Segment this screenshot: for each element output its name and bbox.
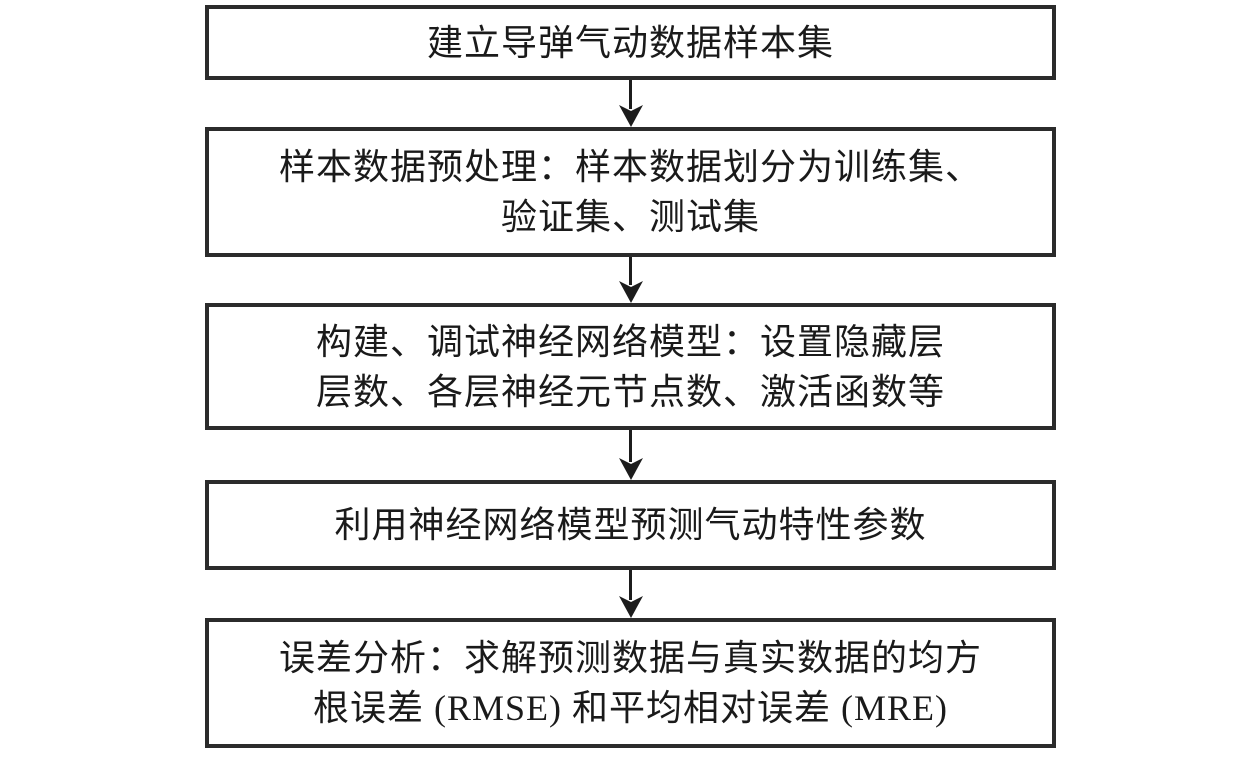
flow-step-predict-parameters: 利用神经网络模型预测气动特性参数 xyxy=(205,480,1056,570)
arrowhead-icon xyxy=(618,105,643,127)
arrow-shaft xyxy=(629,257,632,285)
flow-step-text: 建立导弹气动数据样本集 xyxy=(426,22,834,63)
down-arrow-icon xyxy=(618,257,643,303)
down-arrow-icon xyxy=(618,570,643,618)
down-arrow-icon xyxy=(618,430,643,480)
arrow-shaft xyxy=(629,570,632,600)
flow-step-text: 验证集、测试集 xyxy=(500,197,760,237)
down-arrow-icon xyxy=(618,80,643,127)
arrow-shaft xyxy=(629,80,632,109)
flow-step-preprocess-data: 样本数据预处理：样本数据划分为训练集、 验证集、测试集 xyxy=(205,127,1056,257)
arrowhead-icon xyxy=(618,458,643,480)
flow-step-build-sample-set: 建立导弹气动数据样本集 xyxy=(205,5,1056,80)
flowchart-column: 建立导弹气动数据样本集 样本数据预处理：样本数据划分为训练集、 验证集、测试集 … xyxy=(205,5,1056,748)
flow-step-text: 层数、各层神经元节点数、激活函数等 xyxy=(315,371,945,412)
flow-step-text: 误差分析：求解预测数据与真实数据的均方 xyxy=(278,638,982,678)
arrow-shaft xyxy=(629,430,632,462)
flow-step-text: 样本数据预处理：样本数据划分为训练集、 xyxy=(278,147,982,187)
arrowhead-icon xyxy=(618,281,643,303)
flow-step-text: 利用神经网络模型预测气动特性参数 xyxy=(334,505,927,545)
flow-step-error-analysis: 误差分析：求解预测数据与真实数据的均方 根误差 (RMSE) 和平均相对误差 (… xyxy=(205,618,1056,748)
flow-step-text: 根误差 (RMSE) 和平均相对误差 (MRE) xyxy=(313,688,948,728)
flow-step-build-tune-network: 构建、调试神经网络模型：设置隐藏层 层数、各层神经元节点数、激活函数等 xyxy=(205,303,1056,430)
arrowhead-icon xyxy=(618,596,643,618)
flow-step-text: 构建、调试神经网络模型：设置隐藏层 xyxy=(315,321,945,362)
